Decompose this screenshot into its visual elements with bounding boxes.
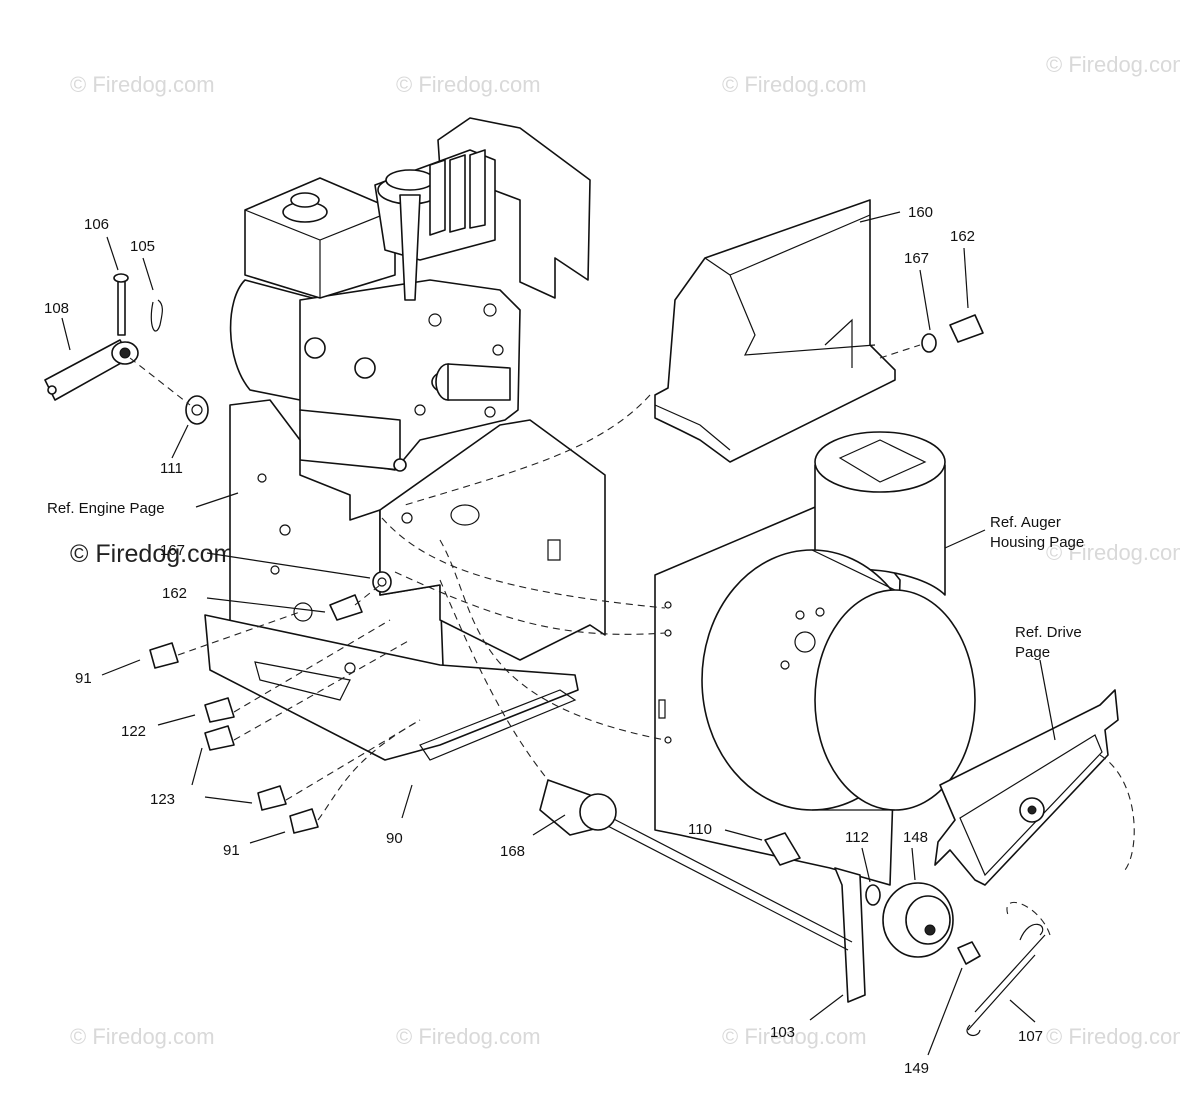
part-label-110: 110 — [688, 821, 712, 838]
ref-auger-label-line1: Ref. Auger — [990, 514, 1061, 531]
watermark: © Firedog.com — [70, 1024, 215, 1049]
part-label-112: 112 — [845, 829, 869, 846]
watermark: © Firedog.com — [722, 1024, 867, 1049]
part-labels: 106 105 108 111 Ref. Engine Page 167 162… — [44, 204, 1084, 1077]
part-label-106: 106 — [84, 216, 109, 233]
part-label-167: 167 — [160, 542, 185, 559]
auger-housing — [654, 431, 976, 886]
watermark: © Firedog.com — [722, 72, 867, 97]
assembly-lines — [129, 344, 1135, 936]
part-label-108: 108 — [44, 300, 69, 317]
part-label-91: 91 — [75, 670, 92, 687]
drive-bracket — [934, 689, 1119, 886]
part-label-91: 91 — [223, 842, 240, 859]
part-label-107: 107 — [1018, 1028, 1043, 1045]
leader-lines — [61, 211, 1056, 1056]
watermark: © Firedog.com — [1046, 52, 1180, 77]
ref-auger-label-line2: Housing Page — [990, 534, 1084, 551]
ref-engine-page-label: Ref. Engine Page — [47, 500, 165, 517]
fasteners-left — [149, 571, 392, 834]
ref-drive-label-line2: Page — [1015, 644, 1050, 661]
part-label-162: 162 — [162, 585, 187, 602]
part-label-167: 167 — [904, 250, 929, 267]
watermark: © Firedog.com — [396, 1024, 541, 1049]
part-label-162: 162 — [950, 228, 975, 245]
watermark: © Firedog.com — [70, 72, 215, 97]
part-label-123: 123 — [150, 791, 175, 808]
fasteners-right — [539, 314, 1046, 1037]
watermark: © Firedog.com — [1046, 540, 1180, 565]
part-label-149: 149 — [904, 1060, 929, 1077]
part-label-90: 90 — [386, 830, 403, 847]
watermark: © Firedog.com — [396, 72, 541, 97]
part-label-148: 148 — [903, 829, 928, 846]
part-label-103: 103 — [770, 1024, 795, 1041]
part-label-168: 168 — [500, 843, 525, 860]
part-label-122: 122 — [121, 723, 146, 740]
belt-cover — [654, 199, 896, 463]
ref-drive-label-line1: Ref. Drive — [1015, 624, 1082, 641]
watermark: © Firedog.com — [1046, 1024, 1180, 1049]
part-label-105: 105 — [130, 238, 155, 255]
engine — [229, 117, 591, 472]
part-label-111: 111 — [160, 460, 183, 477]
watermark-prominent: © Firedog.com — [70, 540, 234, 568]
part-label-160: 160 — [908, 204, 933, 221]
